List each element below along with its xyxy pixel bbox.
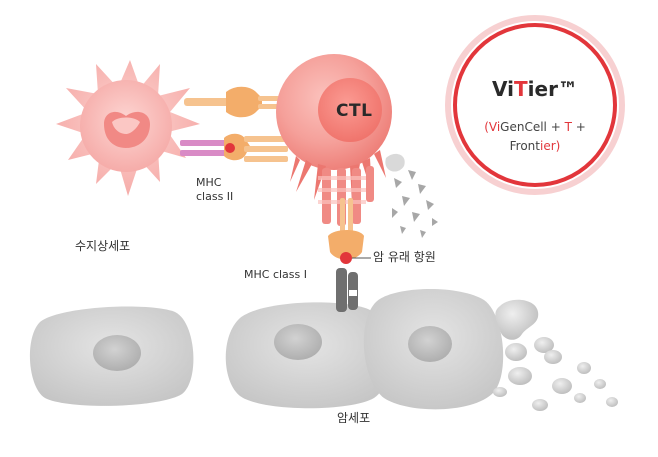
mhc-class-2-label-line2: class II — [196, 190, 234, 203]
dendritic-cell — [56, 60, 200, 196]
badge-sub-plus: + — [571, 120, 586, 134]
ctl-label: CTL — [336, 101, 373, 121]
badge-subtitle: (ViGenCell + T + Frontier) — [462, 118, 608, 156]
mhc-class-2-label: MHC class II — [196, 176, 246, 204]
cancer-cell-middle — [225, 302, 389, 409]
tumor-antigen-label: 암 유래 항원 — [373, 250, 436, 264]
badge-sub-gencell: GenCell + — [500, 120, 565, 134]
tcr-mhc2-lower — [180, 133, 288, 162]
ctl-cell — [276, 54, 392, 226]
mhc-class-1 — [336, 268, 358, 312]
tcr-mhc1 — [328, 198, 371, 264]
cancer-cell-label: 암세포 — [337, 411, 371, 425]
badge-sub-t: T — [564, 120, 572, 134]
badge-sub-front: Front — [509, 139, 540, 153]
cell-debris — [493, 299, 618, 411]
cancer-cell-left — [29, 306, 194, 406]
badge-sub-vi: Vi — [488, 120, 501, 134]
mhc-class-2-label-line1: MHC — [196, 176, 222, 189]
badge-sub-ier: ier — [540, 139, 556, 153]
tcr-mhc2-upper — [184, 86, 288, 118]
badge-sub-close: ) — [555, 139, 561, 153]
badge-sub-open: ( — [484, 120, 489, 134]
dendritic-cell-label: 수지상세포 — [75, 239, 131, 253]
mhc-class-1-label: MHC class I — [244, 268, 307, 281]
cancer-cell-right-dying — [363, 288, 504, 410]
badge-title-post: ier™ — [527, 77, 578, 101]
vitier-badge — [445, 15, 625, 195]
badge-title: ViTier™ — [460, 77, 610, 101]
badge-title-accent: T — [514, 77, 528, 101]
badge-title-pre: Vi — [492, 77, 515, 101]
cytotoxic-granules — [385, 153, 438, 238]
